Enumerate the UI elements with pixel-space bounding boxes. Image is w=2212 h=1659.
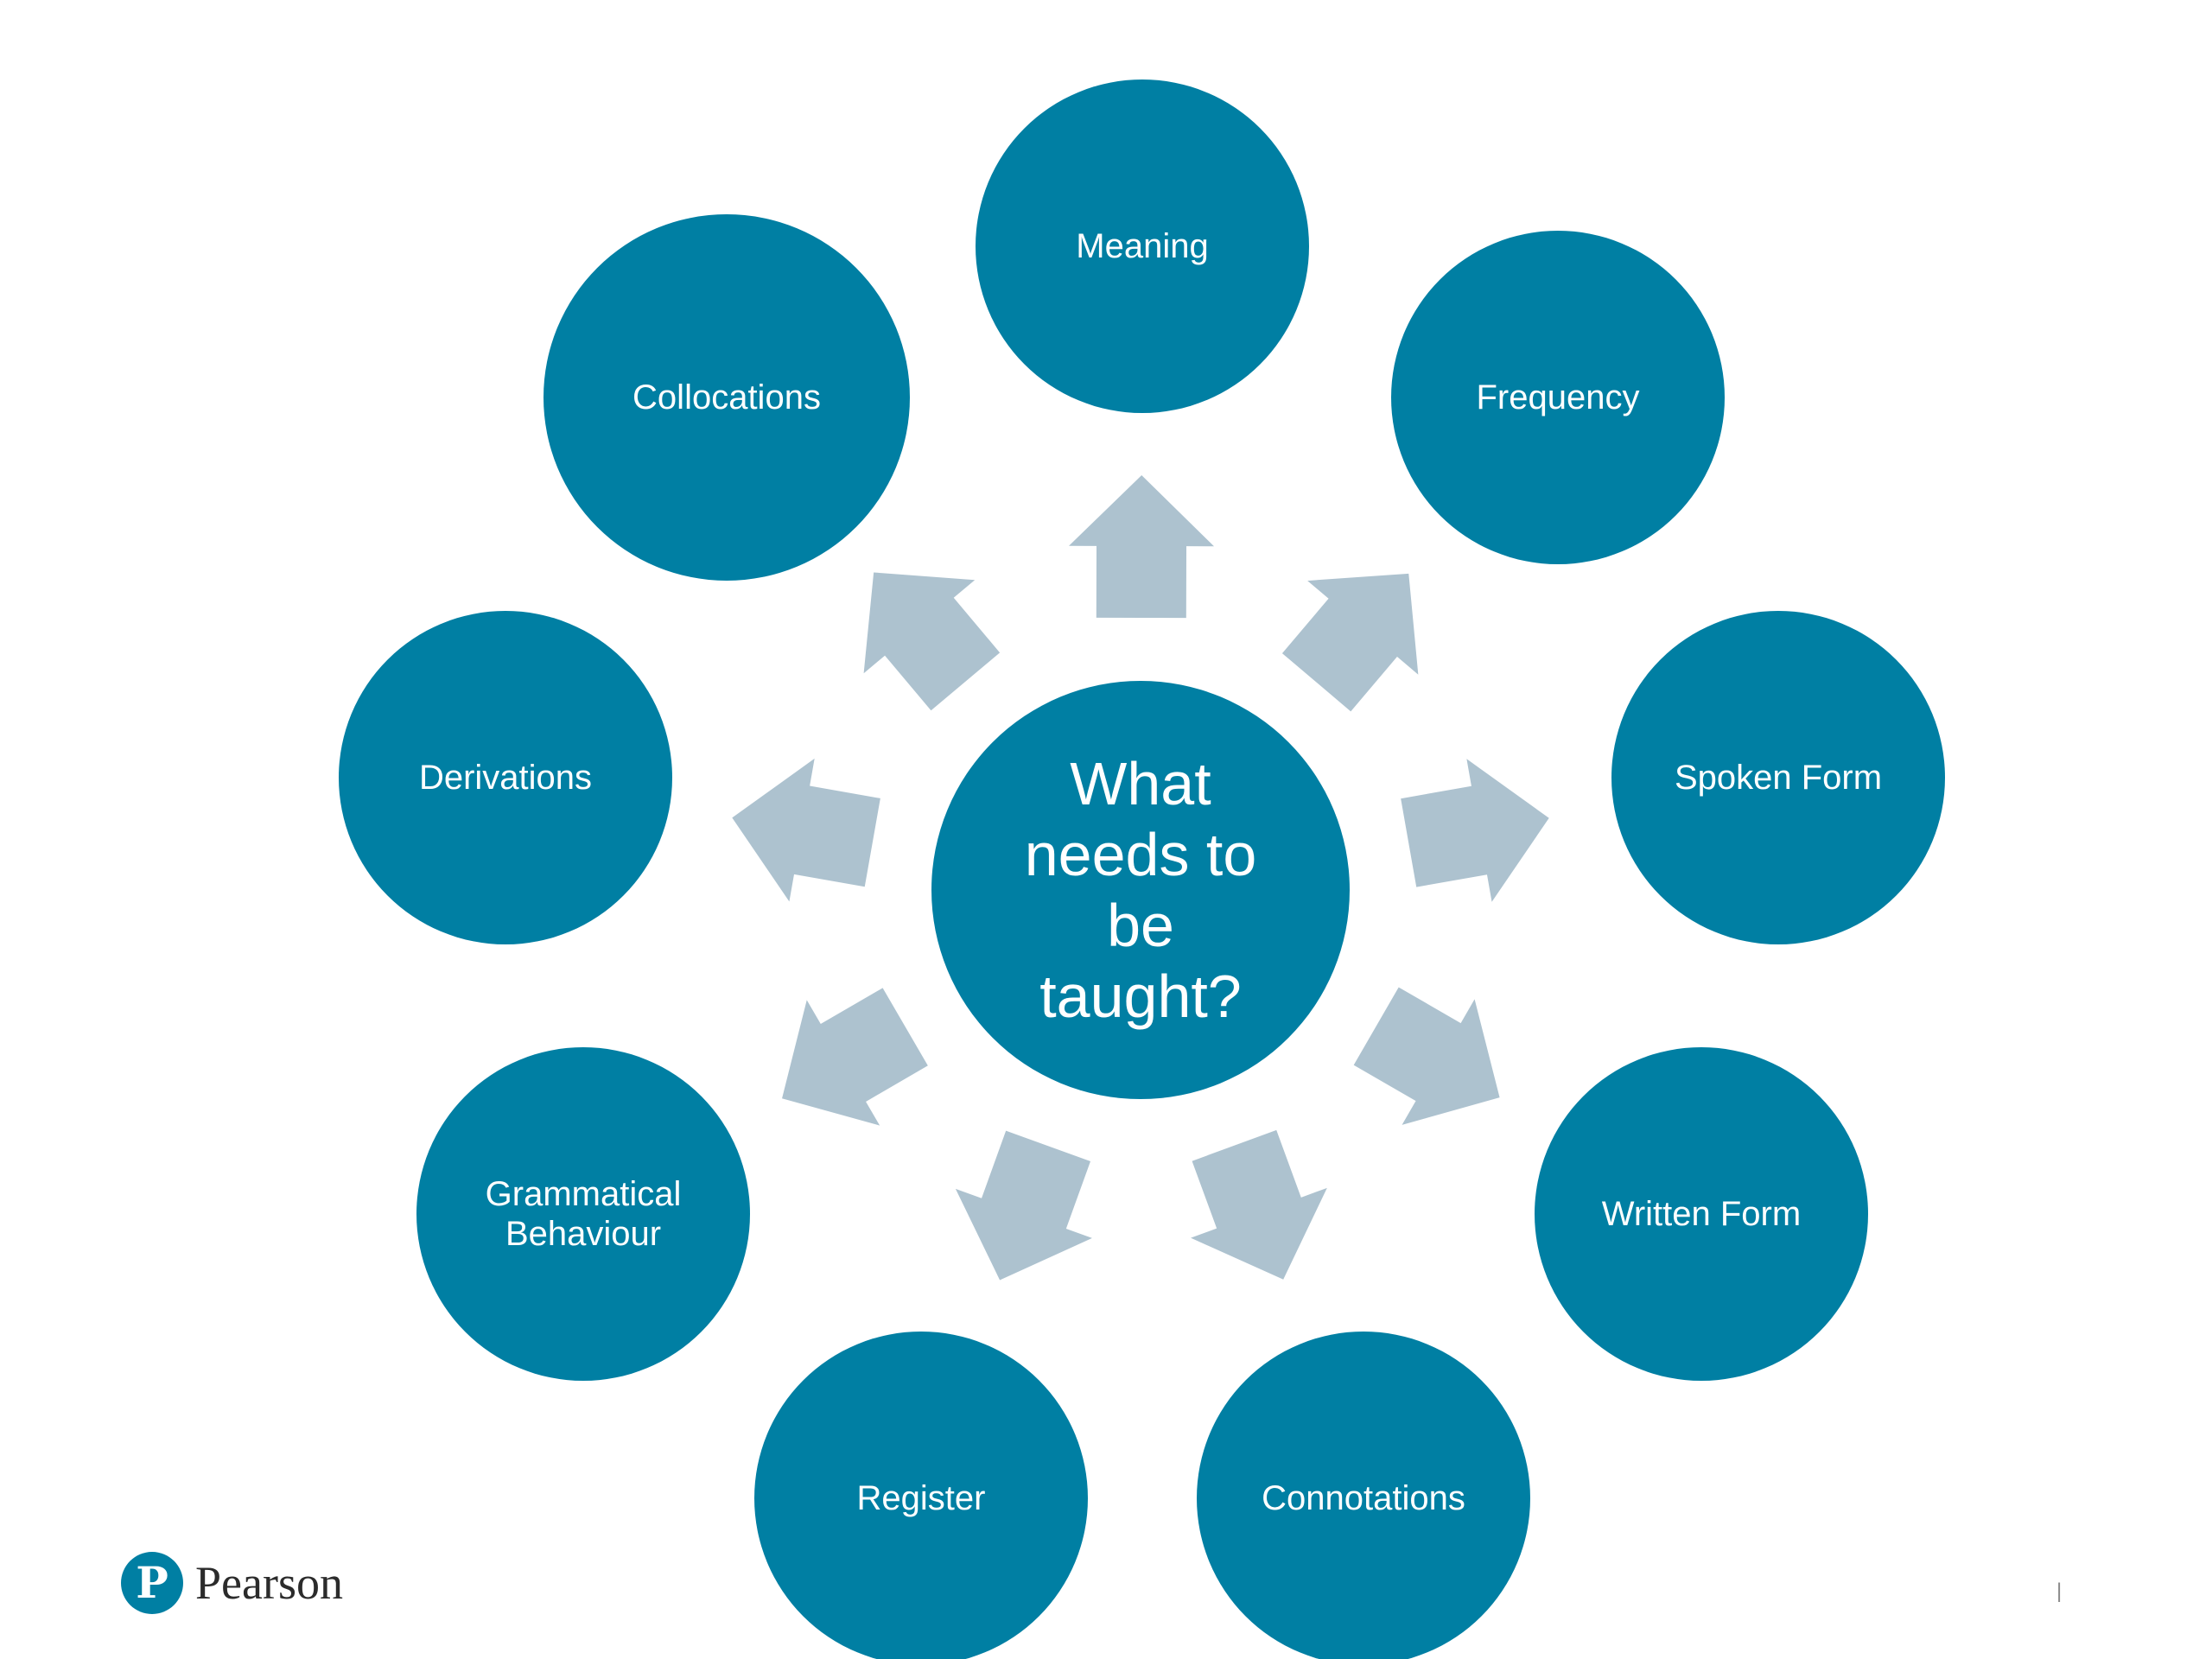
node-circle [754, 1332, 1088, 1659]
node-label-collocations-line: Collocations [632, 378, 821, 416]
arrow-to-derivations [732, 758, 880, 902]
logo-mark-letter: P [136, 1557, 168, 1608]
node-derivations: Derivations [339, 611, 672, 944]
center-circle [931, 681, 1350, 1099]
center-label-line: needs to [1025, 821, 1257, 888]
node-written-form: Written Form [1535, 1047, 1868, 1381]
node-circle [1197, 1332, 1530, 1659]
node-collocations: Collocations [543, 214, 910, 581]
node-spoken-form: Spoken Form [1611, 611, 1945, 944]
node-circle [1611, 611, 1945, 944]
center-label-line: be [1107, 892, 1174, 959]
center-label-line: taught? [1039, 963, 1242, 1030]
node-circle [416, 1047, 750, 1381]
node-register: Register [754, 1332, 1088, 1659]
node-label-grammatical-behaviour-line: Behaviour [505, 1215, 661, 1253]
node-circle [543, 214, 910, 581]
node-label-written-form-line: Written Form [1602, 1195, 1801, 1233]
arrow-to-register [955, 1130, 1092, 1281]
arrow-to-meaning [1069, 475, 1215, 619]
arrow-to-frequency [1281, 573, 1419, 712]
arrow-to-collocations [863, 572, 1001, 711]
node-circle [1535, 1047, 1868, 1381]
arrow-to-connotations [1191, 1129, 1327, 1280]
node-label-derivations-line: Derivations [419, 759, 592, 797]
node-label-register-line: Register [857, 1479, 986, 1517]
node-label-spoken-form: Spoken Form [1675, 759, 1882, 797]
node-label-meaning-line: Meaning [1076, 227, 1208, 265]
node-label-register: Register [857, 1479, 986, 1517]
node-label-meaning: Meaning [1076, 227, 1208, 265]
node-label-frequency-line: Frequency [1477, 378, 1640, 416]
node-circle [339, 611, 672, 944]
node-label-spoken-form-line: Spoken Form [1675, 759, 1882, 797]
node-meaning: Meaning [976, 79, 1309, 413]
node-label-frequency: Frequency [1477, 378, 1640, 416]
node-label-connotations-line: Connotations [1262, 1479, 1465, 1517]
node-label-derivations: Derivations [419, 759, 592, 797]
node-circle [1391, 231, 1725, 564]
pearson-logo-icon: P [121, 1552, 183, 1614]
pearson-logo: P Pearson [121, 1547, 343, 1619]
arrows-group [732, 475, 1549, 1281]
node-label-grammatical-behaviour-line: Grammatical [486, 1175, 682, 1213]
node-label-collocations: Collocations [632, 378, 821, 416]
logo-wordmark: Pearson [195, 1557, 343, 1609]
node-label-connotations: Connotations [1262, 1479, 1465, 1517]
page-marker: | [2056, 1580, 2063, 1603]
arrow-to-grammatical-behaviour [782, 988, 928, 1126]
node-connotations: Connotations [1197, 1332, 1530, 1659]
node-label-written-form: Written Form [1602, 1195, 1801, 1233]
arrow-to-spoken-form [1401, 759, 1549, 902]
center-label-line: What [1070, 750, 1211, 817]
node-circle [976, 79, 1309, 413]
node-frequency: Frequency [1391, 231, 1725, 564]
arrow-to-written-form [1353, 987, 1500, 1125]
